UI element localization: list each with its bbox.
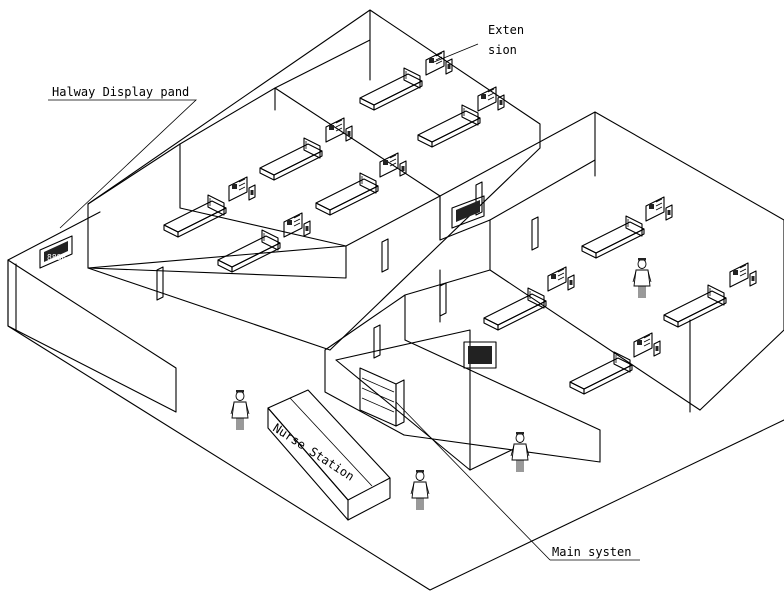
extension-label-line1: Exten — [488, 23, 524, 37]
halway-display-panels: 8888 — [39, 195, 497, 369]
extension-label-line2: sion — [488, 43, 517, 57]
left-corridor-wall — [7, 259, 177, 413]
display-text-left: 8888 — [47, 253, 66, 262]
right-building — [324, 111, 784, 471]
leader-lines — [48, 43, 640, 561]
halway-display-label: Halway Display pand — [52, 85, 189, 99]
nurse-figure — [632, 257, 652, 299]
nurse-figure — [510, 431, 530, 473]
nurse-station-counter — [267, 389, 391, 521]
nurse-figure — [410, 469, 430, 511]
doors — [156, 181, 539, 359]
nurse-figure — [230, 389, 250, 431]
wall-panels — [228, 50, 757, 358]
main-system-cabinet — [359, 367, 405, 427]
nurses — [230, 257, 652, 511]
left-building — [87, 9, 541, 351]
beds — [163, 67, 727, 395]
main-system-label: Main systen — [552, 545, 631, 559]
nurse-station-label: Nurse Station — [270, 421, 356, 484]
